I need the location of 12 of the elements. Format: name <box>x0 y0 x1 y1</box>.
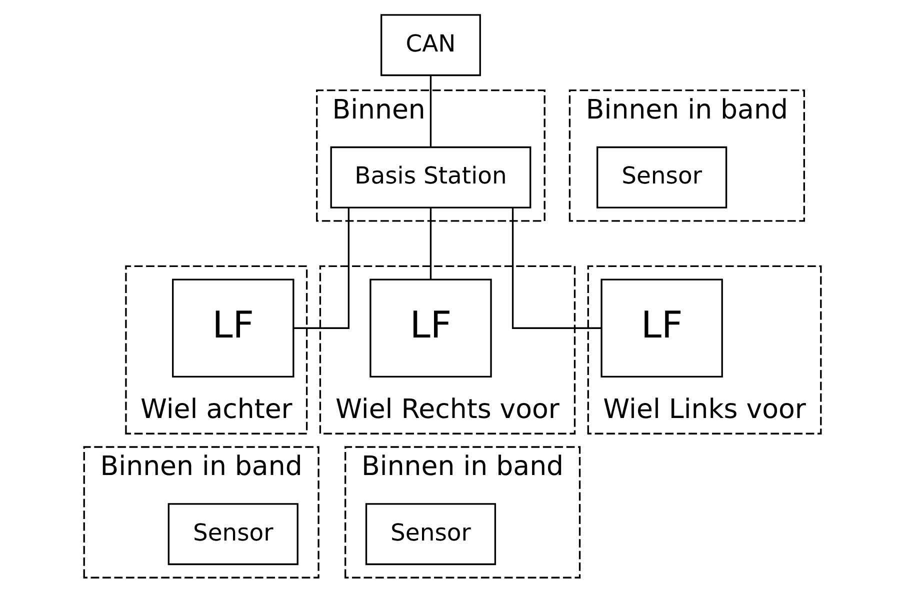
connector <box>429 76 432 147</box>
node-box: Sensor <box>364 503 496 566</box>
connector <box>511 208 601 329</box>
node-box: LF <box>172 278 294 378</box>
connector <box>293 208 350 329</box>
node-box: LF <box>369 278 492 378</box>
connector <box>429 208 432 280</box>
node-box: CAN <box>380 14 480 76</box>
node-box: LF <box>600 278 722 378</box>
node-box: Sensor <box>596 146 727 208</box>
node-box: Basis Station <box>330 146 531 208</box>
node-box: Sensor <box>167 503 298 566</box>
